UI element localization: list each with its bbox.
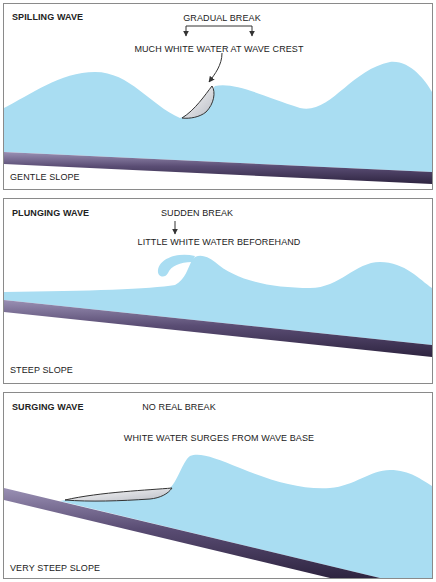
wave-panel: PLUNGING WAVE SUDDEN BREAK LITTLE WHITE WA… (3, 198, 433, 384)
slope-label: GENTLE SLOPE (10, 172, 80, 182)
wave-panel: SURGING WAVE NO REAL BREAK WHITE WATER SUR… (3, 392, 433, 579)
annotation-text: LITTLE WHITE WATER BEFOREHAND (138, 237, 301, 247)
annotation-text: NO REAL BREAK (142, 402, 216, 412)
annotation-text: MUCH WHITE WATER AT WAVE CREST (134, 44, 303, 54)
slope-label: STEEP SLOPE (10, 365, 73, 375)
wave-title: PLUNGING WAVE (12, 208, 89, 218)
wave-title: SPILLING WAVE (12, 12, 83, 22)
annotation-text: GRADUAL BREAK (183, 13, 261, 23)
spilling-wave-drawing (4, 26, 432, 184)
slope-label: VERY STEEP SLOPE (10, 563, 100, 573)
surging-wave-drawing (4, 455, 432, 578)
plunging-wave-drawing (4, 221, 432, 357)
wave-title: SURGING WAVE (12, 402, 84, 412)
wave-panel: SPILLING WAVE GRADUAL BREAK MUCH WHITE WAT… (3, 3, 433, 190)
annotation-text: SUDDEN BREAK (161, 208, 233, 218)
annotation-text: WHITE WATER SURGES FROM WAVE BASE (124, 433, 314, 443)
